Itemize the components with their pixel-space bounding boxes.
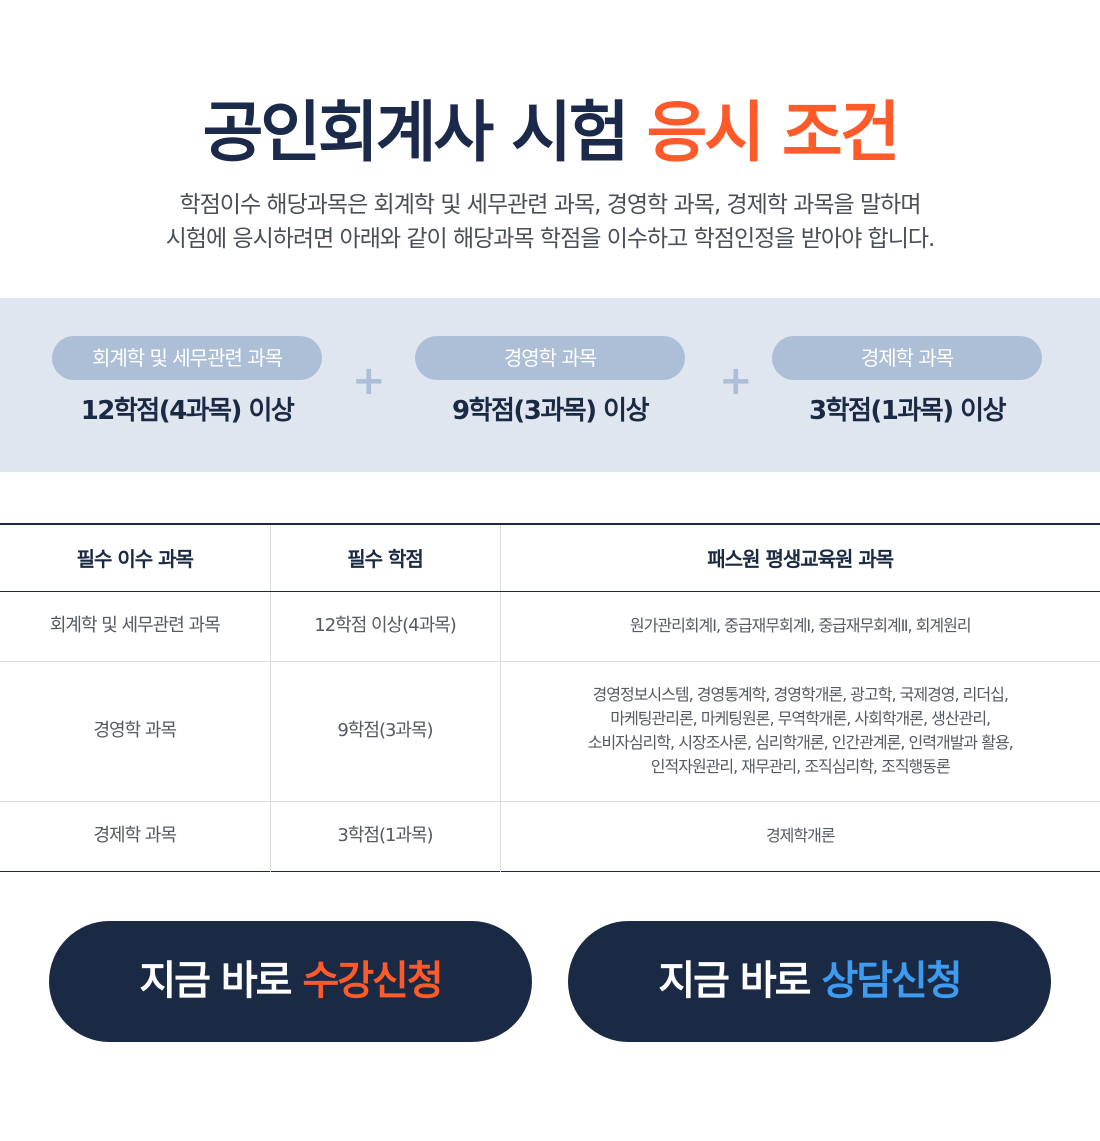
subject-cell: 회계학 및 세무관련 과목 [0,591,270,662]
table-row: 회계학 및 세무관련 과목 12학점 이상(4과목) 원가관리회계Ⅰ, 중급재무… [0,591,1100,662]
consult-prefix: 지금 바로 [658,958,811,1004]
enroll-accent: 수강신청 [302,958,443,1004]
plus-icon: + [719,358,753,404]
course-table: 필수 이수 과목 필수 학점 패스원 평생교육원 과목 회계학 및 세무관련 과… [0,523,1100,872]
description-line-1: 학점이수 해당과목은 회계학 및 세무관련 과목, 경영학 과목, 경제학 과목… [179,192,921,218]
requirement-label: 회계학 및 세무관련 과목 [52,336,322,380]
table-header-row: 필수 이수 과목 필수 학점 패스원 평생교육원 과목 [0,524,1100,592]
requirement-label: 경영학 과목 [415,336,685,380]
page-description: 학점이수 해당과목은 회계학 및 세무관련 과목, 경영학 과목, 경제학 과목… [0,188,1100,256]
requirement-value: 9학점(3과목) 이상 [451,396,650,426]
enroll-now-button[interactable]: 지금 바로 수강신청 [49,921,532,1042]
credits-cell: 9학점(3과목) [269,661,500,802]
table-row: 경제학 과목 3학점(1과목) 경제학개론 [0,801,1100,871]
description-line-2: 시험에 응시하려면 아래와 같이 해당과목 학점을 이수하고 학점인정을 받아야… [165,226,936,252]
consult-accent: 상담신청 [821,958,962,1004]
courses-line: 소비자심리학, 시장조사론, 심리학개론, 인간관계론, 인력개발과 활용, [587,733,1014,752]
courses-line: 원가관리회계Ⅰ, 중급재무회계Ⅰ, 중급재무회계Ⅱ, 회계원리 [629,616,972,635]
requirement-management: 경영학 과목 9학점(3과목) 이상 [415,336,685,428]
courses-line: 인적자원관리, 재무관리, 조직심리학, 조직행동론 [650,757,951,776]
courses-cell: 원가관리회계Ⅰ, 중급재무회계Ⅰ, 중급재무회계Ⅱ, 회계원리 [499,591,1100,662]
enroll-prefix: 지금 바로 [139,958,292,1004]
requirement-value: 3학점(1과목) 이상 [808,396,1007,426]
credits-cell: 12학점 이상(4과목) [269,591,500,662]
title-main: 공인회계사 시험 [202,94,630,171]
requirement-accounting: 회계학 및 세무관련 과목 12학점(4과목) 이상 [52,336,322,428]
header-passone-courses: 패스원 평생교육원 과목 [499,524,1100,592]
requirement-value: 12학점(4과목) 이상 [80,396,295,426]
table-row: 경영학 과목 9학점(3과목) 경영정보시스템, 경영통계학, 경영학개론, 광… [0,661,1100,802]
consult-now-button[interactable]: 지금 바로 상담신청 [568,921,1051,1042]
page-title: 공인회계사 시험 응시 조건 [0,88,1100,178]
requirement-label: 경제학 과목 [772,336,1042,380]
plus-icon: + [352,358,386,404]
requirements-band: 회계학 및 세무관련 과목 12학점(4과목) 이상 + 경영학 과목 9학점(… [0,298,1100,472]
courses-line: 경제학개론 [765,826,836,845]
subject-cell: 경영학 과목 [0,661,270,802]
courses-cell: 경제학개론 [499,801,1100,871]
credits-cell: 3학점(1과목) [269,801,500,871]
requirement-economics: 경제학 과목 3학점(1과목) 이상 [772,336,1042,428]
title-accent: 응시 조건 [646,94,901,171]
courses-line: 경영정보시스템, 경영통계학, 경영학개론, 광고학, 국제경영, 리더십, [592,685,1009,704]
subject-cell: 경제학 과목 [93,825,177,846]
courses-cell: 경영정보시스템, 경영통계학, 경영학개론, 광고학, 국제경영, 리더십, 마… [499,661,1100,802]
header-required-subject: 필수 이수 과목 [0,524,270,592]
courses-line: 마케팅관리론, 마케팅원론, 무역학개론, 사회학개론, 생산관리, [610,709,991,728]
header-required-credits: 필수 학점 [269,524,500,592]
